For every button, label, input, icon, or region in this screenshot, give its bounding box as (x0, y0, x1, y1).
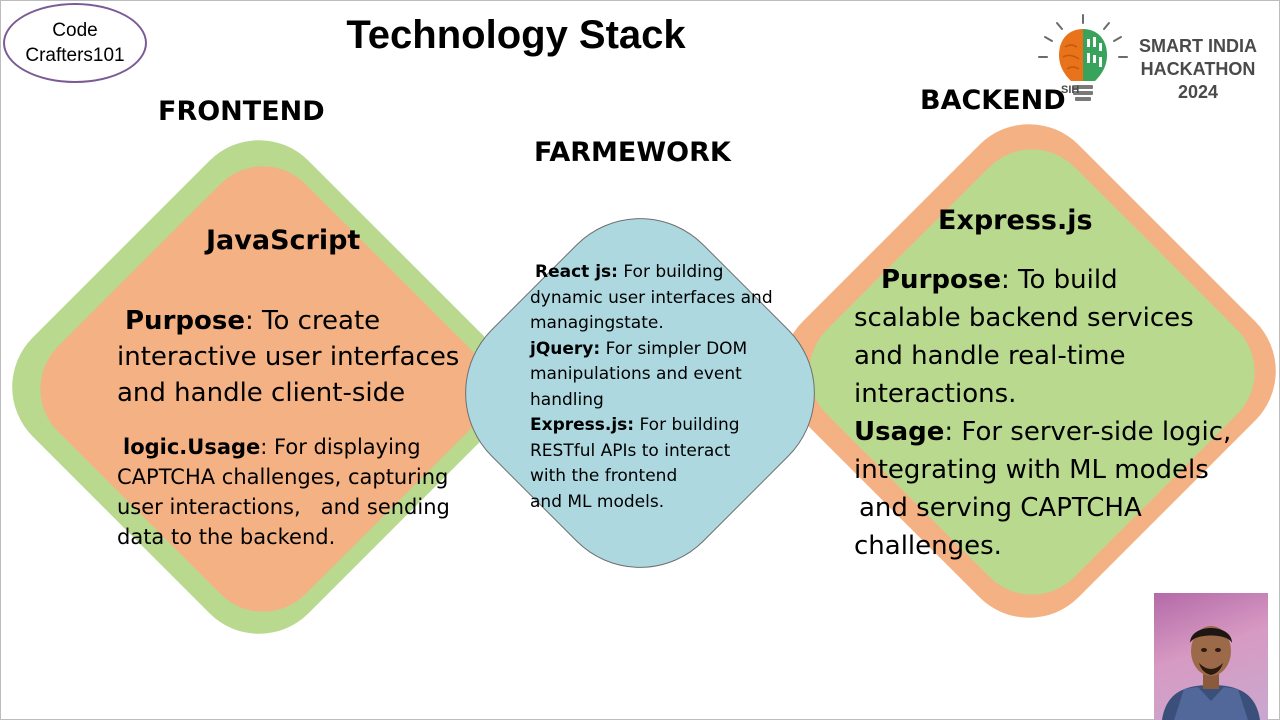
frontend-usage-label: logic.Usage (123, 435, 261, 459)
framework-express-line: RESTful APIs to interact (530, 441, 731, 461)
sih-line1: SMART INDIA (1139, 36, 1257, 56)
framework-express-line: Express.js: For building (530, 415, 740, 435)
team-badge-line1: Code (52, 20, 98, 41)
frontend-heading: JavaScript (206, 225, 361, 256)
backend-heading: Express.js (938, 205, 1093, 236)
backend-purpose-line: scalable backend services (854, 303, 1194, 333)
frontend-purpose-line: Purpose: To create (125, 306, 381, 336)
sih-abbr: SIH (1061, 84, 1079, 96)
team-badge: Code Crafters101 (3, 3, 147, 83)
backend-usage-line: challenges. (854, 531, 1002, 561)
framework-react-label: React js: (535, 262, 618, 282)
framework-jquery-line: handling (530, 390, 604, 410)
framework-jquery-label: jQuery: (530, 339, 601, 359)
frontend-usage-line: user interactions, and sending (117, 495, 450, 519)
framework-express-line: and ML models. (530, 492, 665, 512)
sih-line3: 2024 (1177, 82, 1219, 102)
backend-purpose-line: and handle real-time (854, 341, 1126, 371)
sih-line2: HACKATHON (1140, 59, 1256, 79)
sih-logo-text: SMART INDIA HACKATHON 2024 (1131, 35, 1265, 104)
frontend-purpose-line: and handle client-side (117, 378, 406, 408)
backend-purpose-line: Purpose: To build (881, 265, 1118, 295)
backend-label: BACKEND (920, 85, 1066, 116)
framework-react-line: React js: For building (535, 262, 724, 282)
frontend-label: FRONTEND (158, 96, 325, 127)
backend-purpose-label: Purpose (881, 265, 1001, 295)
presenter-video-thumbnail (1154, 593, 1268, 720)
framework-react-line: managingstate. (530, 313, 664, 333)
framework-jquery-line: jQuery: For simpler DOM (530, 339, 748, 359)
presenter-silhouette-icon (1162, 626, 1260, 720)
framework-jquery-line: manipulations and event (530, 364, 742, 384)
slide-title: Technology Stack (346, 13, 686, 57)
framework-express-line: with the frontend (530, 466, 678, 486)
frontend-usage-line: data to the backend. (117, 525, 336, 549)
framework-react-line: dynamic user interfaces and (530, 288, 773, 308)
backend-usage-line: and serving CAPTCHA (859, 493, 1142, 523)
framework-express-label: Express.js: (530, 415, 635, 435)
framework-label: FARMEWORK (534, 137, 731, 168)
framework-diamond (427, 180, 853, 606)
frontend-usage-line: logic.Usage: For displaying (123, 435, 421, 459)
frontend-purpose-label: Purpose (125, 306, 245, 336)
frontend-usage-line: CAPTCHA challenges, capturing (117, 465, 449, 489)
backend-purpose-line: interactions. (854, 379, 1017, 409)
frontend-purpose-line: interactive user interfaces (117, 342, 460, 372)
team-badge-line2: Crafters101 (25, 45, 125, 66)
backend-usage-line: Usage: For server-side logic, (854, 417, 1232, 447)
backend-usage-line: integrating with ML models (854, 455, 1209, 485)
sih-bulb-logo-icon: SIH (1038, 14, 1128, 101)
backend-usage-label: Usage (854, 417, 945, 447)
